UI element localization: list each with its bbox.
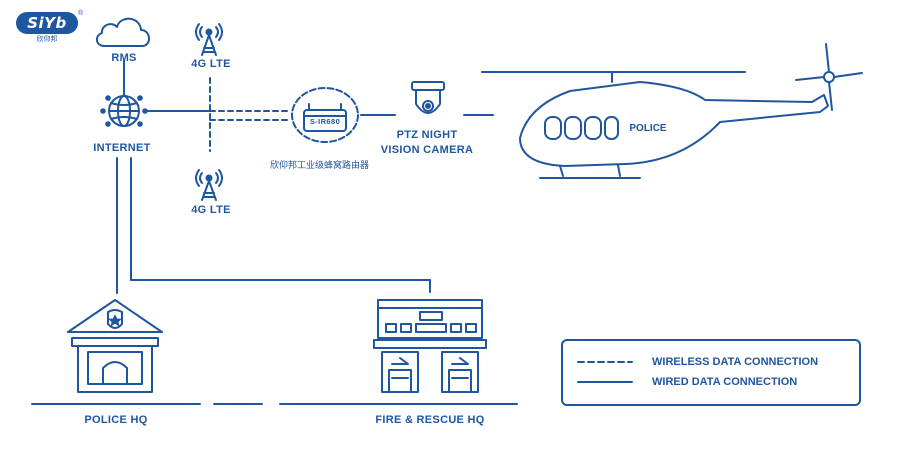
legend-box	[561, 339, 861, 406]
logo-subtext: 欣仰邦	[36, 36, 58, 43]
cloud-icon	[96, 17, 150, 47]
wired-links	[116, 59, 431, 294]
legend-wireless-label: WIRELESS DATA CONNECTION	[652, 356, 819, 368]
fire-station-icon	[279, 299, 518, 405]
cell-tower-icon-bottom	[195, 169, 223, 201]
helicopter-icon	[481, 43, 863, 179]
wireless-links	[209, 77, 291, 152]
globe-icon	[100, 95, 148, 127]
router-caption: 欣仰邦工业级蜂窝路由器	[270, 160, 370, 170]
tower-bottom-label: 4G LTE	[191, 204, 231, 216]
logo-wordmark: SiYb	[16, 12, 78, 34]
ptz-camera-icon	[411, 81, 445, 114]
cell-tower-icon-top	[195, 23, 223, 56]
camera-label-line2: VISION CAMERA	[380, 144, 474, 156]
legend-wired-label: WIRED DATA CONNECTION	[652, 376, 798, 388]
internet-label: INTERNET	[93, 142, 151, 154]
fire-hq-label: FIRE & RESCUE HQ	[375, 414, 485, 426]
rms-label: RMS	[111, 52, 137, 64]
registered-mark: ®	[78, 10, 84, 17]
router-model-text: S-IR680	[310, 117, 340, 126]
router-icon	[291, 87, 359, 143]
helicopter-police-text: POLICE	[629, 123, 667, 134]
police-hq-label: POLICE HQ	[84, 414, 148, 426]
camera-label-line1: PTZ NIGHT	[396, 129, 458, 141]
brand-logo: SiYb ® 欣仰邦	[16, 10, 83, 43]
camera-label: PTZ NIGHT VISION CAMERA	[381, 128, 474, 158]
police-station-icon	[31, 299, 201, 405]
tower-top-label: 4G LTE	[191, 58, 231, 70]
